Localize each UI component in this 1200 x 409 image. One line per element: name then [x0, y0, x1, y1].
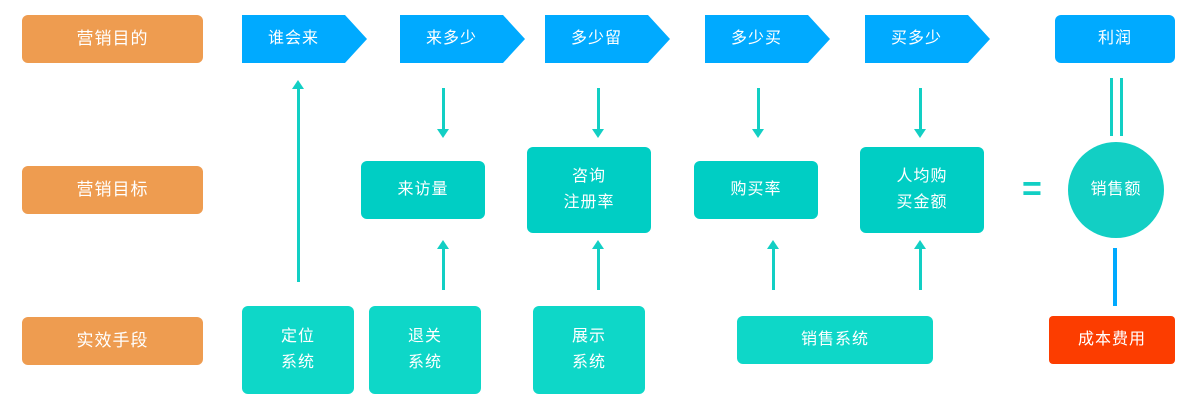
connector-line-stage3-to-signup — [597, 88, 600, 129]
chevron-tip-icon — [503, 15, 525, 63]
arrowhead-up-icon — [914, 240, 926, 249]
arrowhead-up-icon — [437, 240, 449, 249]
chevron-body — [242, 15, 345, 63]
tool-cost-expense-label: 成本费用 — [1077, 331, 1146, 348]
stage-profit[interactable]: 利润 — [1055, 15, 1175, 63]
metric-sales-revenue-label: 销售额 — [1090, 181, 1142, 198]
chevron-tip-icon — [968, 15, 990, 63]
row-label-means: 实效手段 — [22, 317, 203, 365]
tool-positioning-system-label: 定位 系统 — [280, 328, 315, 371]
connector-line-tool4-to-buyrate — [772, 248, 775, 290]
stage-how-many-buy[interactable]: 多少买 — [705, 15, 830, 63]
metric-avg-purchase-amount[interactable]: 人均购 买金额 — [860, 147, 984, 233]
chevron-body — [400, 15, 503, 63]
arrowhead-down-icon — [437, 129, 449, 138]
arrowhead-up-icon — [767, 240, 779, 249]
chevron-body — [705, 15, 808, 63]
stage-how-many-buy-label: 多少买 — [730, 30, 782, 47]
metric-avg-purchase-amount-label: 人均购 买金额 — [896, 168, 948, 211]
stage-who-comes-label: 谁会来 — [267, 30, 319, 47]
stage-how-many-stay[interactable]: 多少留 — [545, 15, 670, 63]
metric-visits[interactable]: 来访量 — [361, 161, 485, 219]
metric-visits-label: 来访量 — [397, 181, 449, 198]
equals-connector-line-left — [1110, 78, 1113, 136]
stage-how-many-come-label: 来多少 — [425, 30, 477, 47]
stage-profit-label: 利润 — [1097, 30, 1132, 47]
tool-sales-system[interactable]: 销售系统 — [737, 316, 933, 364]
connector-line-stage4-to-buyrate — [757, 88, 760, 129]
tool-retention-system-label: 退关 系统 — [407, 328, 442, 371]
stage-how-many-stay-label: 多少留 — [570, 30, 622, 47]
connector-line-sales-to-cost — [1113, 248, 1117, 306]
metric-consult-signup-rate-label: 咨询 注册率 — [563, 168, 615, 211]
row-label-target: 营销目标 — [22, 166, 203, 214]
equals-connector-line-right — [1120, 78, 1123, 136]
tool-display-system[interactable]: 展示 系统 — [533, 306, 645, 394]
connector-line-tool5-to-arpu — [919, 248, 922, 290]
tool-display-system-label: 展示 系统 — [571, 328, 606, 371]
stage-who-comes[interactable]: 谁会来 — [242, 15, 367, 63]
connector-line-tools-to-who-comes — [297, 88, 300, 282]
tool-sales-system-label: 销售系统 — [800, 331, 869, 348]
stage-how-many-come[interactable]: 来多少 — [400, 15, 525, 63]
arrowhead-down-icon — [914, 129, 926, 138]
metric-purchase-rate[interactable]: 购买率 — [694, 161, 818, 219]
metric-consult-signup-rate[interactable]: 咨询 注册率 — [527, 147, 651, 233]
chevron-tip-icon — [808, 15, 830, 63]
chevron-body — [865, 15, 968, 63]
chevron-tip-icon — [648, 15, 670, 63]
row-label-means-text: 实效手段 — [76, 331, 149, 350]
arrowhead-up-icon — [592, 240, 604, 249]
row-label-purpose: 营销目的 — [22, 15, 203, 63]
row-label-target-text: 营销目标 — [76, 180, 149, 199]
arrowhead-down-icon — [592, 129, 604, 138]
arrowhead-up-icon — [292, 80, 304, 89]
row-label-purpose-text: 营销目的 — [76, 29, 149, 48]
equals-sign: = — [1022, 170, 1042, 208]
chevron-body — [545, 15, 648, 63]
tool-retention-system[interactable]: 退关 系统 — [369, 306, 481, 394]
chevron-tip-icon — [345, 15, 367, 63]
stage-buy-how-much-label: 买多少 — [890, 30, 942, 47]
stage-buy-how-much[interactable]: 买多少 — [865, 15, 990, 63]
tool-positioning-system[interactable]: 定位 系统 — [242, 306, 354, 394]
arrowhead-down-icon — [752, 129, 764, 138]
metric-purchase-rate-label: 购买率 — [730, 181, 782, 198]
metric-sales-revenue[interactable]: 销售额 — [1068, 142, 1164, 238]
connector-line-stage5-to-arpu — [919, 88, 922, 129]
tool-cost-expense[interactable]: 成本费用 — [1049, 316, 1175, 364]
connector-line-stage2-to-visits — [442, 88, 445, 129]
connector-line-tool3-to-signup — [597, 248, 600, 290]
connector-line-tool2-to-visits — [442, 248, 445, 290]
